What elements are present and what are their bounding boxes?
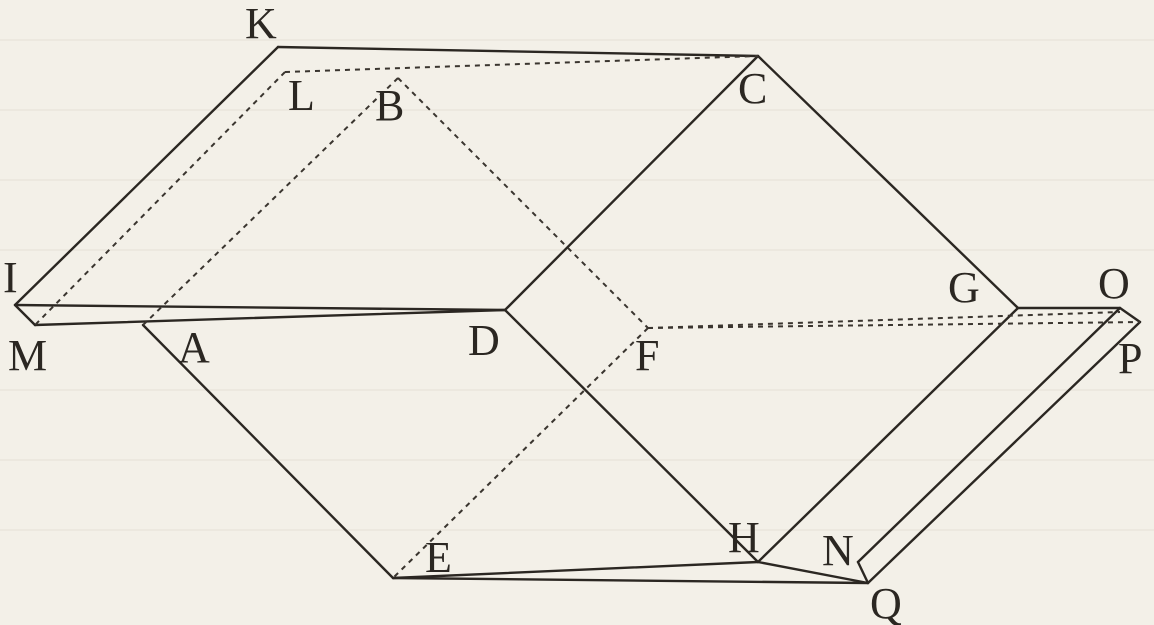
edge-E-H — [391, 560, 760, 580]
edge-M-D — [33, 308, 507, 327]
label-D: D — [468, 316, 500, 365]
edge-K-I — [13, 45, 280, 307]
label-P: P — [1118, 334, 1142, 383]
paper-texture — [0, 39, 1154, 531]
edge-G-H — [756, 306, 1020, 564]
label-B: B — [375, 81, 404, 130]
label-Q: Q — [870, 579, 902, 625]
label-L: L — [288, 71, 315, 120]
label-H: H — [728, 513, 760, 562]
label-C: C — [738, 64, 767, 113]
edge-A-E — [141, 323, 395, 580]
edge-D-H — [503, 308, 760, 564]
label-K: K — [245, 0, 277, 48]
label-I: I — [3, 253, 18, 302]
edge-E-Q — [391, 576, 870, 585]
label-E: E — [425, 533, 452, 582]
edge-B-F — [397, 77, 649, 329]
label-G: G — [948, 263, 980, 312]
edge-P-Q — [866, 320, 1142, 585]
edge-L-C — [284, 55, 759, 73]
edge-I-M — [13, 303, 37, 327]
label-N: N — [822, 526, 854, 575]
edge-B-A — [142, 77, 399, 326]
edge-C-G — [756, 54, 1020, 310]
edge-F-O — [647, 311, 1121, 329]
solid-edges — [13, 45, 1142, 585]
edge-K-C — [276, 45, 760, 58]
edge-I-D — [13, 303, 507, 312]
label-A: A — [178, 323, 210, 372]
label-M: M — [8, 331, 47, 380]
dashed-edges — [34, 55, 1141, 579]
label-F: F — [635, 331, 659, 380]
edge-N-Q — [856, 560, 870, 585]
label-O: O — [1098, 259, 1130, 308]
edge-H-Q — [756, 560, 870, 585]
edge-D-C — [503, 54, 760, 312]
point-labels: K L B C I M A D F G O P E H N Q — [3, 0, 1142, 625]
edge-O-N — [856, 306, 1122, 564]
edge-F-P — [647, 321, 1141, 329]
edge-O-P — [1118, 306, 1142, 324]
